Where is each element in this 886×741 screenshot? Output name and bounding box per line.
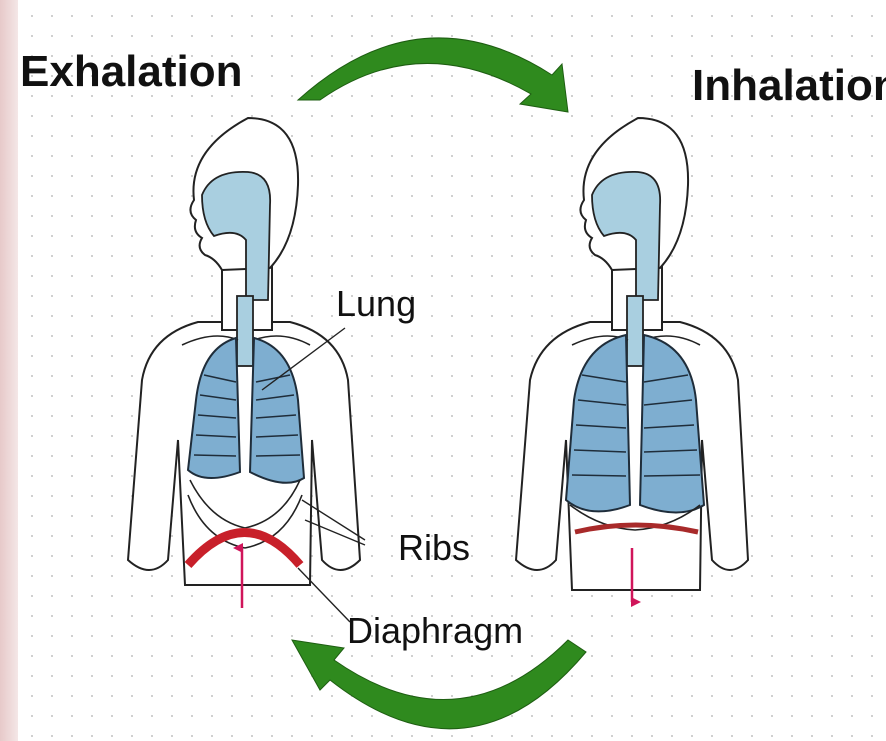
trachea bbox=[627, 296, 643, 366]
trachea bbox=[237, 296, 253, 366]
inhalation-heading: Inhalation bbox=[692, 61, 886, 110]
curved-arrow-right-icon bbox=[298, 38, 568, 112]
lung-label: Lung bbox=[336, 283, 416, 324]
ribs-label: Ribs bbox=[398, 527, 470, 568]
inhalation-figure bbox=[516, 118, 748, 602]
diaphragm-label: Diaphragm bbox=[347, 610, 523, 651]
exhalation-figure bbox=[128, 118, 360, 608]
curved-arrow-left-icon bbox=[292, 640, 586, 729]
diaphragm-leader-line bbox=[298, 568, 350, 622]
exhalation-heading: Exhalation bbox=[20, 47, 243, 96]
